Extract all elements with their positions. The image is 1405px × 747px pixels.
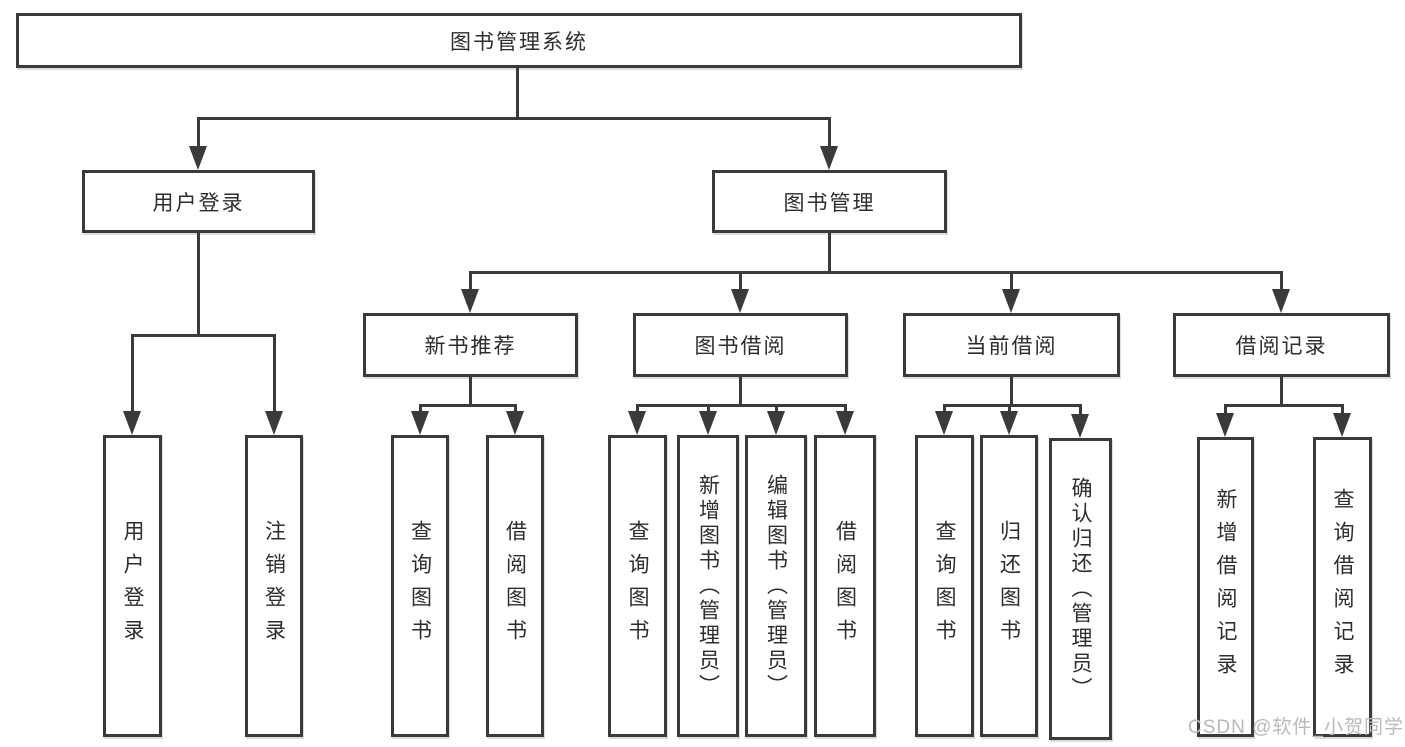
arrowhead-down-icon xyxy=(189,146,207,170)
arrowhead-down-icon xyxy=(731,289,749,313)
connector-line xyxy=(636,404,847,407)
arrowhead-down-icon xyxy=(628,411,646,435)
connector-line xyxy=(197,117,831,120)
arrowhead-down-icon xyxy=(935,411,953,435)
leaf-label: 注销登录 xyxy=(262,520,286,652)
leaf-label: 编辑图书（管理员） xyxy=(764,473,788,699)
connector-line xyxy=(828,117,831,149)
connector-line xyxy=(1224,404,1344,407)
arrowhead-down-icon xyxy=(461,289,479,313)
leaf-label: 新增图书（管理员） xyxy=(696,473,720,699)
arrowhead-down-icon xyxy=(123,411,141,435)
connector-line xyxy=(273,334,276,414)
arrowhead-down-icon xyxy=(1000,411,1018,435)
connector-line xyxy=(1079,404,1082,414)
connector-line xyxy=(514,404,517,414)
node-label: 新书推荐 xyxy=(424,335,517,358)
connector-line xyxy=(131,334,134,414)
leaf-recommend-query-books: 查询图书 xyxy=(391,435,449,737)
node-label: 当前借阅 xyxy=(965,335,1058,358)
node-current-borrow: 当前借阅 xyxy=(903,313,1120,377)
node-label: 图书借阅 xyxy=(694,335,787,358)
connector-line xyxy=(469,271,1283,274)
node-book-management: 图书管理 xyxy=(712,170,947,233)
connector-line xyxy=(469,271,472,293)
leaf-logout: 注销登录 xyxy=(245,435,303,737)
connector-line xyxy=(739,271,742,293)
leaf-add-borrow-record: 新增借阅记录 xyxy=(1197,437,1254,737)
connector-line xyxy=(419,404,517,407)
leaf-label: 确认归还（管理员） xyxy=(1069,476,1092,702)
leaf-confirm-return-admin: 确认归还（管理员） xyxy=(1049,438,1112,740)
arrowhead-down-icon xyxy=(506,411,524,435)
connector-line xyxy=(197,233,200,337)
leaf-label: 查询借阅记录 xyxy=(1331,488,1354,686)
connector-line xyxy=(636,404,639,414)
leaf-add-books-admin: 新增图书（管理员） xyxy=(677,435,739,737)
connector-line xyxy=(1010,377,1013,407)
leaf-user-login: 用户登录 xyxy=(103,435,162,737)
arrowhead-down-icon xyxy=(836,411,854,435)
arrowhead-down-icon xyxy=(1216,413,1234,437)
leaf-label: 归还图书 xyxy=(997,520,1021,652)
watermark: CSDN @软件_小贺同学 xyxy=(1188,717,1404,738)
node-book-borrow: 图书借阅 xyxy=(633,313,848,377)
arrowhead-down-icon xyxy=(411,411,429,435)
connector-line xyxy=(131,334,276,337)
connector-line xyxy=(1341,404,1344,414)
node-user-login: 用户登录 xyxy=(82,170,315,233)
connector-line xyxy=(1280,271,1283,293)
node-root-library-system: 图书管理系统 xyxy=(16,13,1022,68)
connector-line xyxy=(469,377,472,407)
leaf-return-books: 归还图书 xyxy=(980,435,1038,737)
leaf-label: 借阅图书 xyxy=(833,520,857,652)
node-label: 借阅记录 xyxy=(1235,335,1328,358)
leaf-label: 借阅图书 xyxy=(503,520,527,652)
node-borrow-records: 借阅记录 xyxy=(1173,313,1390,377)
node-new-book-recommend: 新书推荐 xyxy=(363,313,578,377)
node-label: 用户登录 xyxy=(152,191,245,215)
arrowhead-down-icon xyxy=(1071,414,1089,438)
leaf-label: 用户登录 xyxy=(121,520,144,652)
leaf-label: 查询图书 xyxy=(408,520,432,652)
connector-line xyxy=(844,404,847,414)
leaf-label: 查询图书 xyxy=(933,520,956,652)
leaf-edit-books-admin: 编辑图书（管理员） xyxy=(745,435,807,737)
connector-line xyxy=(943,404,1082,407)
connector-line xyxy=(1280,377,1283,407)
arrowhead-down-icon xyxy=(265,411,283,435)
leaf-label: 查询图书 xyxy=(626,520,649,652)
connector-line xyxy=(197,117,200,149)
leaf-query-borrow-record: 查询借阅记录 xyxy=(1313,437,1372,737)
connector-line xyxy=(707,404,710,414)
connector-line xyxy=(1224,404,1227,414)
arrowhead-down-icon xyxy=(1272,289,1290,313)
leaf-recommend-borrow-books: 借阅图书 xyxy=(486,435,544,737)
connector-line xyxy=(1010,271,1013,293)
leaf-borrow-query-books: 查询图书 xyxy=(608,435,667,737)
node-label: 图书管理系统 xyxy=(450,30,588,54)
connector-line xyxy=(739,377,742,407)
connector-line xyxy=(775,404,778,414)
arrowhead-down-icon xyxy=(767,411,785,435)
connector-line xyxy=(516,68,519,120)
node-label: 图书管理 xyxy=(783,191,876,215)
connector-line xyxy=(1008,404,1011,414)
arrowhead-down-icon xyxy=(1333,413,1351,437)
arrowhead-down-icon xyxy=(820,146,838,170)
arrowhead-down-icon xyxy=(699,411,717,435)
connector-line xyxy=(419,404,422,414)
leaf-current-query-books: 查询图书 xyxy=(915,435,974,737)
leaf-borrow-books: 借阅图书 xyxy=(814,435,876,737)
connector-line xyxy=(828,233,831,274)
leaf-label: 新增借阅记录 xyxy=(1214,488,1237,686)
arrowhead-down-icon xyxy=(1002,289,1020,313)
connector-line xyxy=(943,404,946,414)
